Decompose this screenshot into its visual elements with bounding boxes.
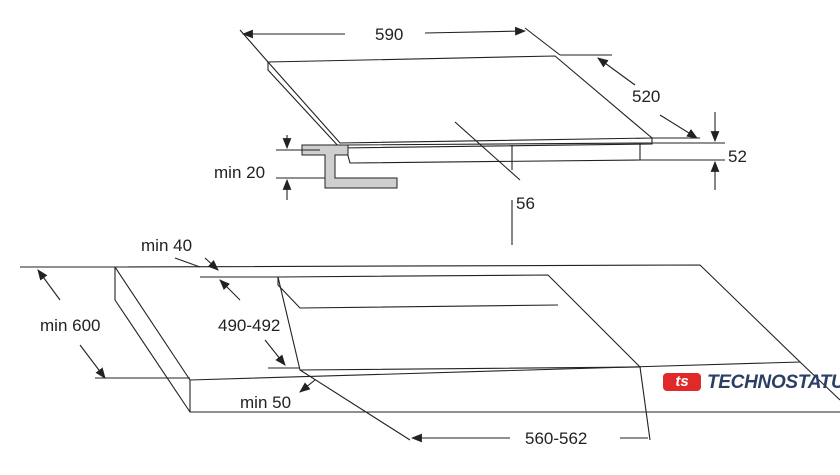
dim-width-label: 590 xyxy=(375,25,403,44)
hob xyxy=(266,55,654,181)
countertop-dimensions xyxy=(20,257,651,443)
dim-cutout-depth-label: 490-492 xyxy=(218,316,280,335)
technostatus-logo-text: TECHNOSTATUS xyxy=(707,372,840,393)
dim-height-label: 52 xyxy=(728,147,747,166)
dim-min-front-label: min 50 xyxy=(240,393,291,412)
dim-min-clearance-label: min 20 xyxy=(214,163,265,182)
dim-min-counter-depth-label: min 600 xyxy=(40,316,100,335)
mounting-bracket xyxy=(301,144,398,189)
dim-min-back-label: min 40 xyxy=(141,236,192,255)
dim-depth-below-label: 56 xyxy=(516,194,535,213)
hob-dimensions xyxy=(239,26,725,245)
technostatus-logo-mark: ts xyxy=(663,373,701,391)
countertop xyxy=(113,264,840,413)
dim-depth-label: 520 xyxy=(632,87,660,106)
dim-cutout-width-label: 560-562 xyxy=(525,429,587,448)
